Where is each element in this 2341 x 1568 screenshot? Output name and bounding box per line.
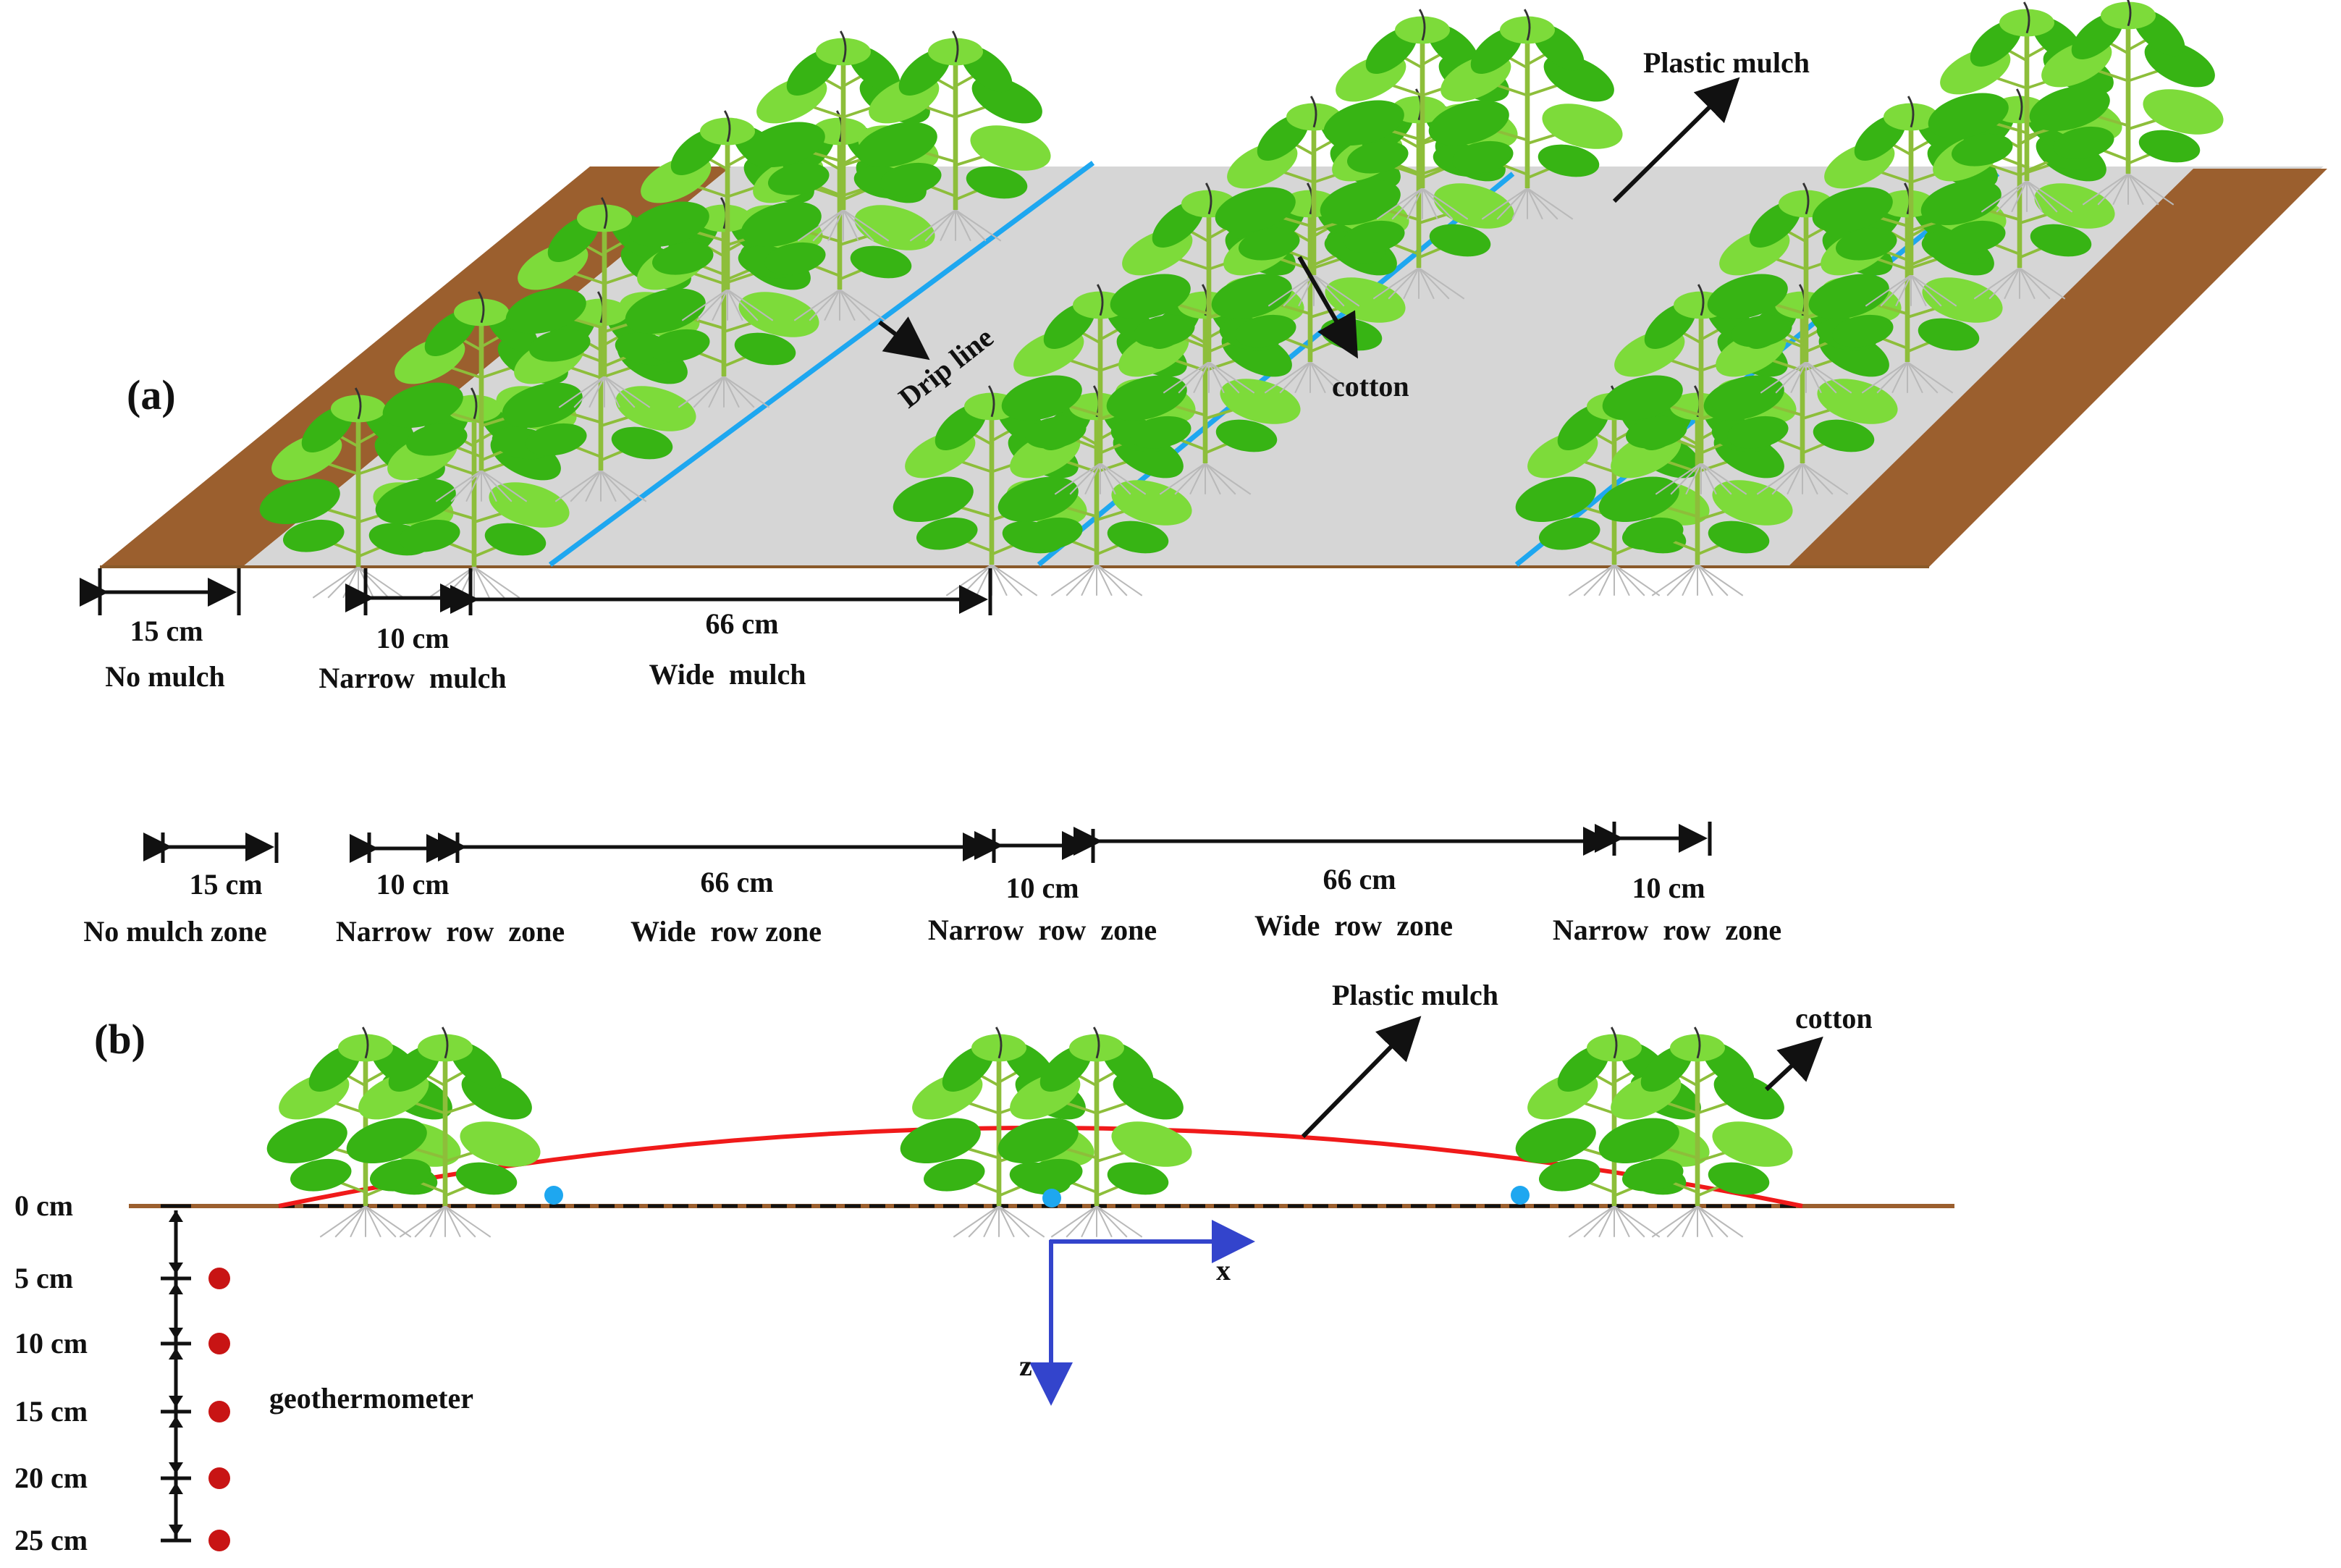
cotton-plant	[997, 1027, 1192, 1238]
dimension-bars-a	[80, 568, 992, 615]
cotton-arrow	[1297, 256, 1358, 359]
depth-arrowhead	[169, 1328, 183, 1339]
z-axis-label: z	[1019, 1349, 1032, 1382]
dim-b-2-zone: Narrow row zone	[336, 915, 565, 948]
depth-arrowhead	[169, 1283, 183, 1294]
drip-emitter-1	[544, 1186, 563, 1205]
dim-b-1-value: 15 cm	[189, 868, 262, 901]
dim-b-5-zone: Wide row zone	[1254, 909, 1453, 942]
cotton-plants-panel-b	[266, 1027, 1793, 1238]
depth-arrowhead	[169, 1348, 183, 1360]
geothermometer-label: geothermometer	[269, 1382, 473, 1415]
drip-emitter-3	[1511, 1186, 1530, 1205]
panel-b-label: (b)	[94, 1016, 145, 1063]
geothermometer-sensor	[208, 1530, 230, 1551]
depth-arrowhead	[169, 1263, 183, 1274]
dim-b-6-value: 10 cm	[1632, 872, 1705, 904]
dim-b-1-zone: No mulch zone	[83, 915, 266, 948]
depth-label: 20 cm	[14, 1462, 88, 1494]
cotton-label-b: cotton	[1795, 1002, 1873, 1034]
drip-emitter-2	[1042, 1189, 1061, 1207]
geothermometer-sensor	[208, 1401, 230, 1422]
drip-line-arrow	[878, 316, 930, 361]
dim-b-5-value: 66 cm	[1323, 863, 1396, 895]
cotton-plant	[1598, 1027, 1793, 1238]
dim-a-1-zone: No mulch	[105, 660, 225, 693]
dim-a-3-zone: Wide mulch	[649, 658, 806, 691]
dim-a-2-zone: Narrow mulch	[319, 662, 506, 694]
depth-label: 5 cm	[14, 1262, 73, 1294]
cotton-plant	[856, 30, 1051, 242]
dim-a-2-value: 10 cm	[376, 622, 449, 654]
cotton-plants-panel-a	[259, 0, 2224, 599]
geothermometer-sensor	[208, 1467, 230, 1489]
depth-arrowhead	[169, 1396, 183, 1407]
cotton-plant	[1703, 284, 1898, 495]
panel-b: 15 cm No mulch zone 10 cm Narrow row zon…	[14, 822, 1954, 1556]
depth-arrowhead	[169, 1483, 183, 1494]
dim-b-3-zone: Wide row zone	[630, 915, 822, 948]
depth-arrowhead	[169, 1525, 183, 1536]
depth-label: 25 cm	[14, 1524, 88, 1556]
depth-label: 15 cm	[14, 1395, 88, 1428]
depth-arrowhead	[169, 1462, 183, 1474]
depth-scale: 0 cm 5 cm 10 cm 15 cm 20 cm 25 cm	[14, 1189, 230, 1556]
geothermometer-sensor	[208, 1333, 230, 1354]
dimension-bars-b	[143, 822, 1712, 863]
plastic-mulch-arrow	[1612, 77, 1740, 203]
dim-b-2-value: 10 cm	[376, 868, 449, 901]
geothermometer-sensor	[208, 1268, 230, 1289]
plastic-mulch-label-b: Plastic mulch	[1332, 979, 1498, 1011]
soil-strip-right	[1788, 169, 2327, 567]
panel-a: Plastic mulch Drip line cotton (a) 15 cm…	[80, 0, 2327, 694]
panel-a-label: (a)	[127, 371, 176, 418]
cotton-plant	[346, 1027, 541, 1238]
dim-a-3-value: 66 cm	[705, 607, 778, 640]
dim-b-6-zone: Narrow row zone	[1553, 914, 1781, 946]
dim-a-1-value: 15 cm	[130, 615, 203, 647]
dim-b-4-value: 10 cm	[1005, 872, 1079, 904]
dim-b-3-value: 66 cm	[700, 866, 773, 898]
plastic-mulch-arrow-b	[1301, 1016, 1422, 1139]
cotton-plant	[1428, 9, 1623, 220]
cotton-plant	[2029, 0, 2224, 206]
depth-arrowhead	[169, 1416, 183, 1428]
x-axis-label: x	[1216, 1254, 1231, 1286]
depth-label: 10 cm	[14, 1327, 88, 1360]
plastic-mulch-label: Plastic mulch	[1643, 46, 1810, 79]
cotton-arrow-b	[1764, 1036, 1823, 1092]
depth-label: 0 cm	[14, 1189, 73, 1222]
cotton-label: cotton	[1332, 370, 1409, 402]
dim-b-4-zone: Narrow row zone	[928, 914, 1157, 946]
depth-arrowhead	[169, 1210, 183, 1222]
